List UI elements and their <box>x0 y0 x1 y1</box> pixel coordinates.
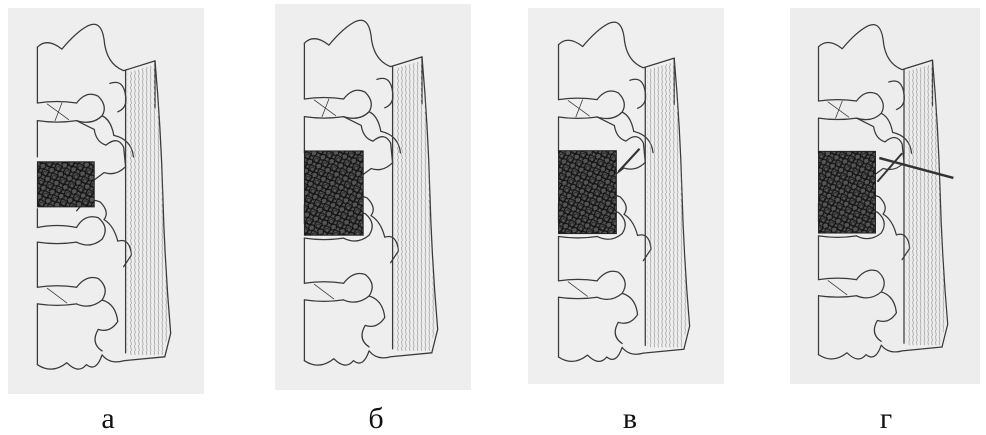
caption-g: г <box>866 404 906 434</box>
caption-b: б <box>356 404 396 434</box>
panel-b <box>275 4 471 390</box>
spine-diagram <box>528 8 724 384</box>
panel-g <box>790 8 980 384</box>
spine-diagram <box>8 8 204 394</box>
caption-a: а <box>88 404 128 434</box>
lesion-large <box>819 151 876 233</box>
lesion-large <box>559 151 617 234</box>
panel-v <box>528 8 724 384</box>
caption-v: в <box>610 404 650 434</box>
spine-diagram <box>790 8 980 384</box>
lesion-large <box>304 151 363 235</box>
lesion-small <box>37 162 94 207</box>
panel-a <box>8 8 204 394</box>
spine-diagram <box>275 4 471 390</box>
